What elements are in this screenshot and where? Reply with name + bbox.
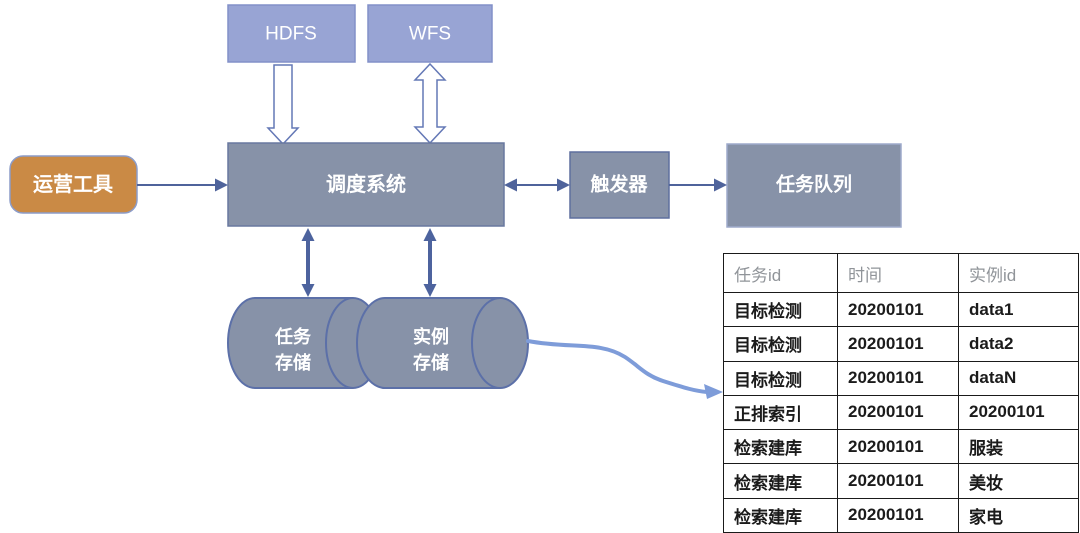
- table-cell: 20200101: [837, 291, 959, 328]
- task-queue-label: 任务队列: [775, 173, 852, 196]
- ops-to-scheduler-connector: [137, 178, 228, 192]
- table-header-cell: 任务id: [723, 253, 838, 293]
- scheduler-trigger-connector: [504, 178, 570, 192]
- cylinder-cap-edge: [325, 297, 354, 389]
- scheduler-label: 调度系统: [326, 172, 406, 196]
- trigger-node: [569, 151, 670, 219]
- wfs-node: [367, 4, 493, 63]
- table-cell: data1: [958, 291, 1079, 328]
- trigger-to-queue-connector: [669, 178, 727, 192]
- instance-storage-label-line2: 存储: [413, 352, 449, 373]
- hdfs-label: HDFS: [265, 24, 317, 45]
- instance-storage-cylinder: 实例 存储: [356, 297, 529, 389]
- table-cell: 正排索引: [723, 394, 838, 431]
- ops-tool-label: 运营工具: [33, 172, 113, 196]
- storage-to-table-flow-arrow: [526, 339, 723, 399]
- table-cell: dataN: [958, 360, 1079, 396]
- task-storage-label-line1: 任务: [274, 326, 312, 347]
- arrowhead-right-icon: [215, 178, 228, 192]
- arrowhead-up-icon: [301, 228, 315, 241]
- arrowhead-down-icon: [301, 284, 315, 297]
- table-cell: 20200101: [837, 497, 959, 533]
- table-header-cell: 时间: [837, 253, 959, 293]
- wfs-label: WFS: [409, 24, 451, 45]
- table-cell: 目标检测: [723, 291, 838, 328]
- table-cell: 20200101: [958, 394, 1079, 431]
- arrowhead-down-icon: [423, 284, 437, 297]
- table-cell: 检索建库: [723, 429, 838, 465]
- cylinder-cap-edge: [471, 297, 501, 389]
- table-cell: 20200101: [837, 429, 959, 465]
- instance-storage-label-line1: 实例: [413, 326, 449, 347]
- task-storage-label-line2: 存储: [275, 352, 311, 373]
- table-cell: data2: [958, 326, 1079, 362]
- arrowhead-right-icon: [704, 384, 723, 399]
- table-cell: 20200101: [837, 394, 959, 431]
- hdfs-node: [227, 4, 356, 63]
- scheduler-instancestorage-connector: [423, 228, 437, 297]
- table-cell: 20200101: [837, 463, 959, 499]
- arrowhead-right-icon: [714, 178, 727, 192]
- scheduler-taskstorage-connector: [301, 228, 315, 297]
- table-header-cell: 实例id: [958, 253, 1079, 293]
- task-queue-node: [726, 143, 902, 228]
- hdfs-to-scheduler-arrow-icon: [266, 64, 300, 146]
- wfs-scheduler-double-arrow-icon: [413, 62, 447, 145]
- table-cell: 检索建库: [723, 463, 838, 499]
- arrowhead-left-icon: [504, 178, 517, 192]
- table-cell: 目标检测: [723, 326, 838, 362]
- table-cell: 20200101: [837, 326, 959, 362]
- table-cell: 20200101: [837, 360, 959, 396]
- table-cell: 服装: [958, 429, 1079, 465]
- table-cell: 目标检测: [723, 360, 838, 396]
- scheduler-node: [227, 142, 505, 227]
- trigger-label: 触发器: [590, 173, 648, 196]
- table-cell: 检索建库: [723, 497, 838, 533]
- arrowhead-right-icon: [557, 178, 570, 192]
- arrowhead-up-icon: [423, 228, 437, 241]
- table-cell: 美妆: [958, 463, 1079, 499]
- table-cell: 家电: [958, 497, 1079, 533]
